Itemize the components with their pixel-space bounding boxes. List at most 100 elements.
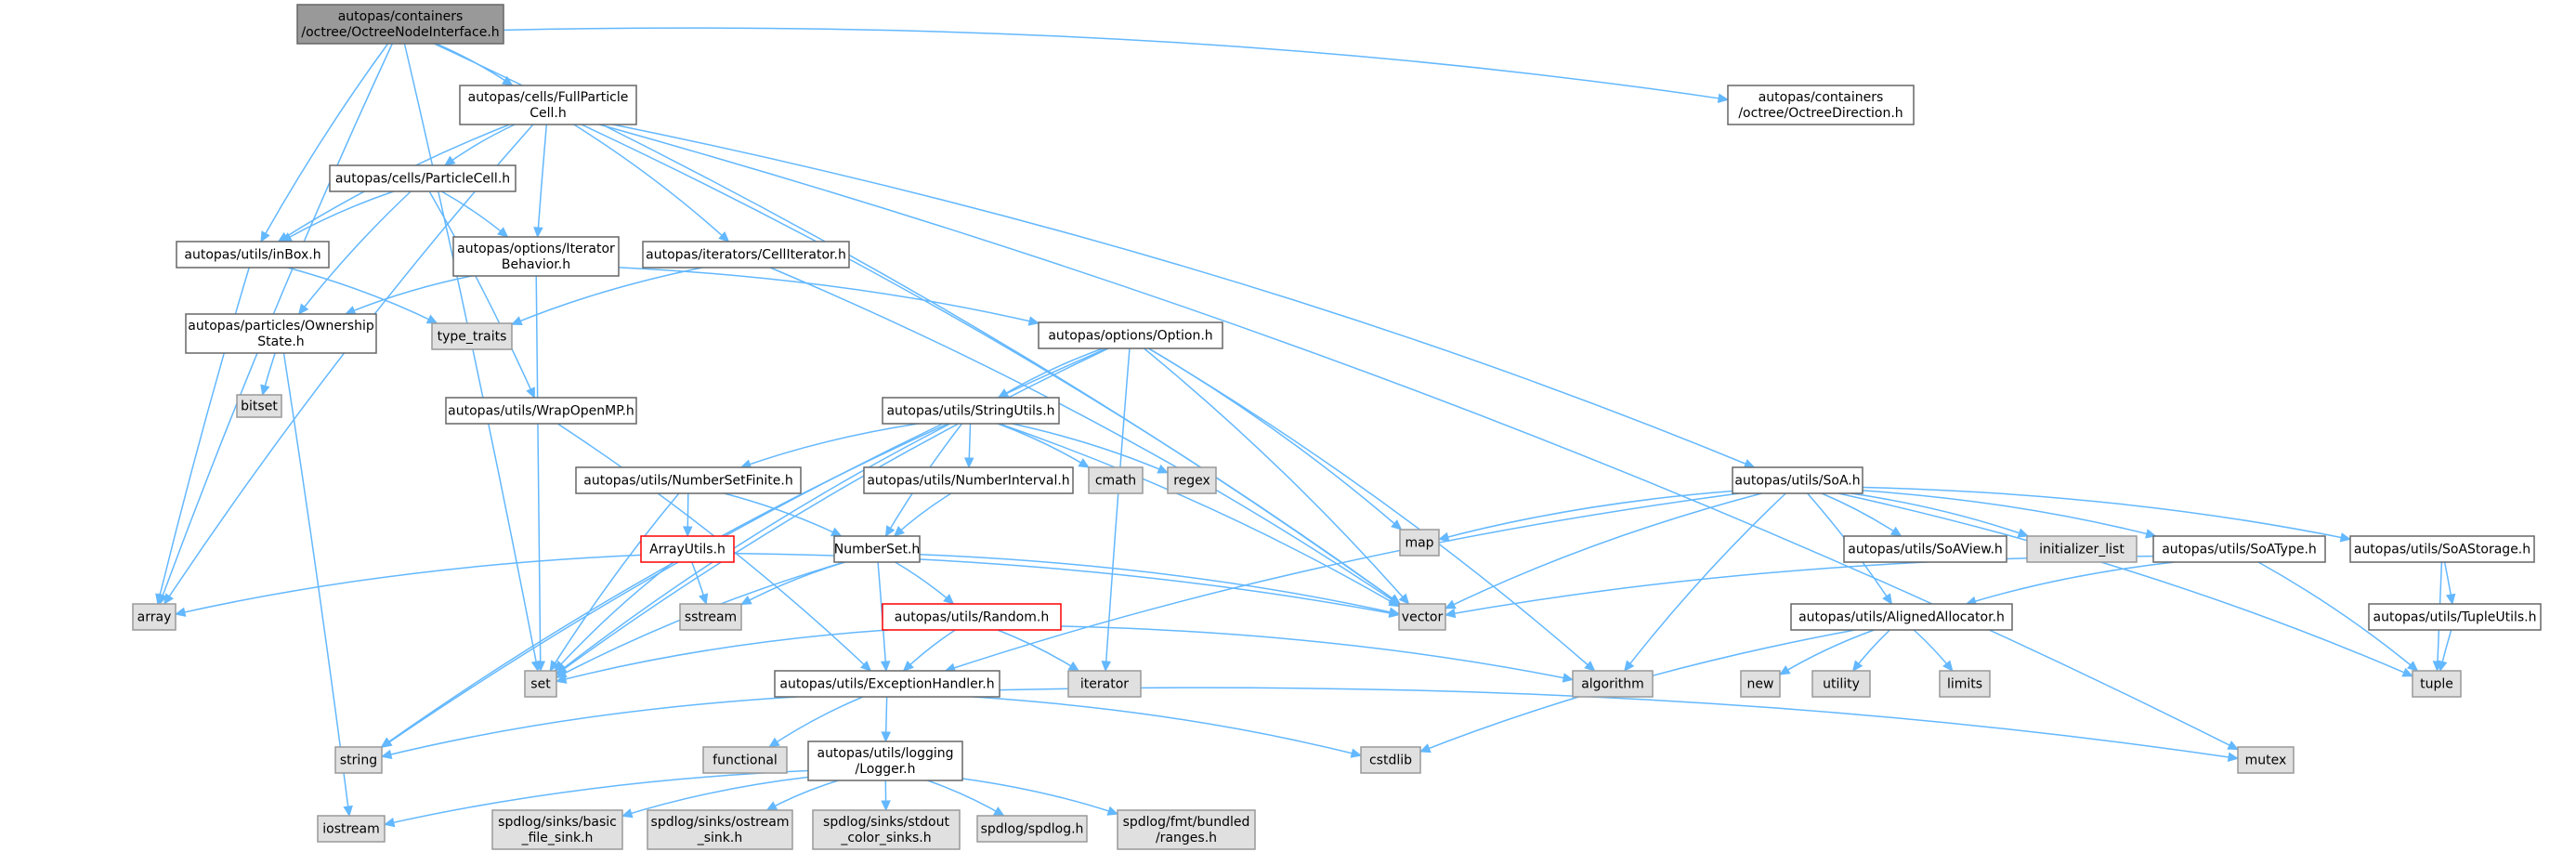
- node-numinterval[interactable]: autopas/utils/NumberInterval.h: [863, 466, 1074, 494]
- edge-fullparticle-to-array: [163, 124, 534, 606]
- node-tupleutils[interactable]: autopas/utils/TupleUtils.h: [2368, 603, 2542, 631]
- node-label: spdlog/fmt/bundled: [1123, 815, 1250, 830]
- edge-arrowhead: [1444, 599, 1457, 609]
- edge-arrowhead: [2401, 667, 2414, 677]
- node-algorithm: algorithm: [1572, 670, 1654, 698]
- node-stringutils[interactable]: autopas/utils/StringUtils.h: [882, 397, 1060, 425]
- edge-arrowhead: [554, 660, 566, 672]
- edge-arrowhead: [2445, 593, 2456, 606]
- node-functional: functional: [702, 746, 788, 774]
- node-soatype[interactable]: autopas/utils/SoAType.h: [2152, 535, 2326, 563]
- node-wrapomp[interactable]: autopas/utils/WrapOpenMP.h: [445, 397, 637, 425]
- edge-option-to-map: [1148, 347, 1403, 531]
- node-particlecell[interactable]: autopas/cells/ParticleCell.h: [329, 164, 517, 192]
- node-soastorage[interactable]: autopas/utils/SoAStorage.h: [2349, 535, 2535, 563]
- node-initlist: initializer_list: [2026, 535, 2138, 563]
- edge-arrowhead: [297, 303, 309, 315]
- edge-arrowhead: [881, 731, 892, 743]
- edge-logger-to-stdoutsink: [881, 780, 891, 812]
- node-label: type_traits: [438, 330, 507, 345]
- node-label: algorithm: [1581, 677, 1644, 692]
- edge-line: [1148, 347, 1402, 531]
- node-label: iostream: [322, 822, 380, 837]
- node-label: bitset: [241, 400, 278, 414]
- node-root[interactable]: autopas/containers/octree/OctreeNodeInte…: [296, 4, 504, 45]
- edge-line: [618, 267, 1040, 324]
- node-box: [882, 603, 1062, 631]
- edge-arrowhead: [260, 384, 270, 397]
- edge-arrowhead: [1444, 608, 1457, 619]
- node-label: autopas/utils/ExceptionHandler.h: [779, 677, 994, 692]
- node-soa[interactable]: autopas/utils/SoA.h: [1732, 466, 1863, 494]
- edge-line: [998, 347, 1104, 399]
- edge-arrowhead: [699, 593, 709, 606]
- node-label: spdlog/sinks/stdout: [823, 815, 949, 830]
- edge-particlecell-to-wrapomp: [428, 190, 536, 400]
- node-numberset[interactable]: NumberSet.h: [833, 535, 921, 563]
- edge-alignedalloc-to-limits: [1913, 629, 1954, 672]
- edge-arrowhead: [535, 661, 546, 673]
- node-label: /ranges.h: [1156, 831, 1217, 845]
- node-inbox[interactable]: autopas/utils/inBox.h: [176, 241, 330, 269]
- node-random[interactable]: autopas/utils/Random.h: [882, 603, 1062, 631]
- node-box: [236, 394, 282, 418]
- edge-line: [581, 124, 1401, 605]
- node-box: [1360, 746, 1421, 774]
- edge-arrowhead: [1388, 607, 1401, 617]
- node-box: [2152, 535, 2326, 563]
- edge-line: [403, 43, 539, 672]
- edge-line: [287, 267, 438, 324]
- node-octreedir[interactable]: autopas/containers/octree/OctreeDirectio…: [1727, 85, 1915, 125]
- node-arrayutils[interactable]: ArrayUtils.h: [640, 535, 735, 563]
- node-alignedalloc[interactable]: autopas/utils/AlignedAllocator.h: [1790, 603, 2013, 631]
- edge-arrowhead: [383, 817, 396, 828]
- edge-arrowhead: [1743, 459, 1756, 468]
- edge-line: [1105, 347, 1131, 672]
- edge-line: [724, 492, 842, 537]
- node-tuple: tuple: [2412, 670, 2462, 698]
- node-box: [1167, 466, 1217, 494]
- edge-arrowhead: [2227, 740, 2240, 751]
- edge-line: [973, 696, 1362, 756]
- edge-arrowhead: [1078, 458, 1091, 468]
- node-exception[interactable]: autopas/utils/ExceptionHandler.h: [774, 670, 1000, 698]
- node-iostream: iostream: [317, 815, 386, 843]
- node-box: [1067, 670, 1142, 698]
- edge-arrowhead: [497, 227, 509, 238]
- node-label: autopas/particles/Ownership: [188, 319, 374, 334]
- node-celliter[interactable]: autopas/iterators/CellIterator.h: [642, 241, 850, 269]
- edge-arrowhead: [260, 230, 270, 243]
- node-label: NumberSet.h: [834, 543, 921, 557]
- edge-particlecell-to-ownership: [297, 190, 412, 315]
- edge-arrowhead: [380, 737, 393, 748]
- edge-numsetfinite-to-arrayutils: [683, 492, 693, 538]
- node-box: [296, 4, 504, 45]
- edge-arrowhead: [880, 661, 891, 673]
- node-label: initializer_list: [2039, 543, 2125, 557]
- edge-arrayutils-to-set: [554, 561, 674, 672]
- node-box: [445, 397, 637, 425]
- edge-arrowhead: [1391, 519, 1403, 531]
- edge-arrowhead: [884, 525, 896, 538]
- node-label: autopas/utils/StringUtils.h: [886, 404, 1054, 419]
- edge-random-to-algorithm: [1060, 625, 1575, 683]
- edge-arrowhead: [683, 526, 693, 538]
- edge-line: [945, 492, 1740, 672]
- node-soaview[interactable]: autopas/utils/SoAView.h: [1843, 535, 2007, 563]
- edge-arrowhead: [1717, 93, 1730, 103]
- edge-stringutils-to-regex: [1012, 423, 1170, 474]
- node-numsetfinite[interactable]: autopas/utils/NumberSetFinite.h: [575, 466, 802, 494]
- node-label: autopas/iterators/CellIterator.h: [646, 248, 846, 263]
- edge-arrowhead: [964, 457, 974, 469]
- node-label: autopas/options/Option.h: [1048, 329, 1212, 344]
- node-option[interactable]: autopas/options/Option.h: [1038, 321, 1223, 349]
- node-ostreamsink: spdlog/sinks/ostream_sink.h: [647, 809, 793, 850]
- edge-arrowhead: [2407, 661, 2419, 672]
- edge-line: [1624, 492, 1786, 672]
- edge-line: [163, 124, 534, 605]
- edge-root-to-octreedir: [503, 27, 1730, 103]
- node-logger[interactable]: autopas/utils/logging/Logger.h: [807, 740, 963, 781]
